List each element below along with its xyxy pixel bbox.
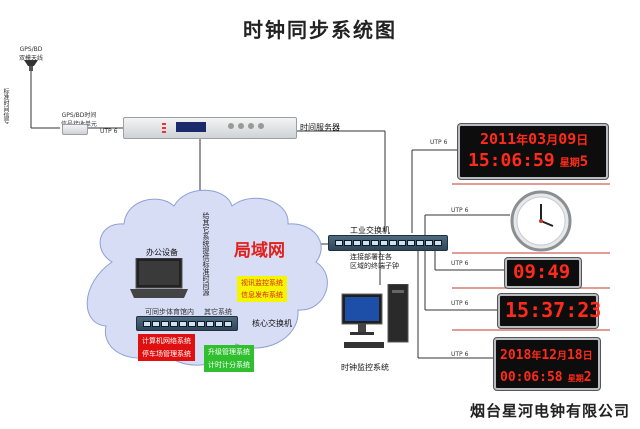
link-label-5: UTP 6 <box>451 351 469 358</box>
clock1-date-row: 2011年03月09日 <box>480 130 589 148</box>
analog-clock-icon <box>510 190 572 252</box>
digital-clock-3: 09:49 <box>505 258 581 288</box>
link-label-1: UTP 6 <box>430 139 448 146</box>
antenna-icon <box>24 60 38 71</box>
industrial-switch-note: 连接部署在各 区域的终端子钟 <box>350 253 399 270</box>
clock3-time: 09:49 <box>513 261 571 283</box>
receiver-link-label: UTP 6 <box>100 128 118 135</box>
clock5-time-row: 00:06:58 星期2 <box>500 370 592 385</box>
signal-label: 标准时间信号 <box>2 88 9 124</box>
lan-title: 局域网 <box>234 241 285 261</box>
monitor-workstation-icon <box>341 284 409 348</box>
system-upgrade: 升级管理系统 <box>208 348 250 356</box>
link-label-3: UTP 6 <box>451 260 469 267</box>
core-switch-left-label: 可同步体育馆内 <box>145 308 194 316</box>
core-switch-label: 核心交换机 <box>252 319 292 328</box>
vertical-note: 给其它系统提供标准时间源 <box>202 212 210 296</box>
system-info: 信息发布系统 <box>241 291 283 299</box>
laptop-icon <box>130 258 188 298</box>
calendar-clock-5: 2018年12月18日 00:06:58 星期2 <box>494 338 600 390</box>
core-switch-right-label: 其它系统 <box>204 308 232 316</box>
system-timing: 计时计分系统 <box>208 361 250 369</box>
digital-clock-4: 15:37:23 <box>498 294 602 328</box>
clock5-date-row: 2018年12月18日 <box>500 348 593 363</box>
link-label-2: UTP 6 <box>451 207 469 214</box>
time-server-label: 时间服务器 <box>300 123 340 132</box>
core-switch <box>136 316 238 331</box>
monitor-label: 时钟监控系统 <box>341 363 389 372</box>
red-system-box: 计算机网络系统 停车场管理系统 <box>138 334 195 361</box>
link-label-4: UTP 6 <box>451 300 469 307</box>
calendar-clock-1: 2011年03月09日 15:06:59 星期5 <box>458 124 608 179</box>
clock1-time-row: 15:06:59 星期5 <box>468 150 589 171</box>
gps-receiver <box>62 124 88 135</box>
antenna-label: GPS/BD 双模天线 <box>18 46 43 62</box>
clock4-time: 15:37:23 <box>505 298 602 322</box>
system-video: 视讯监控系统 <box>241 279 283 287</box>
industrial-switch-label: 工业交换机 <box>350 226 390 235</box>
industrial-switch <box>328 235 448 251</box>
page-title: 时钟同步系统图 <box>243 18 397 42</box>
company-name: 烟台星河电钟有限公司 <box>469 402 630 420</box>
office-label: 办公设备 <box>146 248 178 257</box>
time-server <box>123 117 297 139</box>
yellow-system-box: 视讯监控系统 信息发布系统 <box>237 276 287 302</box>
system-network: 计算机网络系统 <box>142 337 191 345</box>
system-parking: 停车场管理系统 <box>142 350 191 358</box>
green-system-box: 升级管理系统 计时计分系统 <box>204 345 254 372</box>
